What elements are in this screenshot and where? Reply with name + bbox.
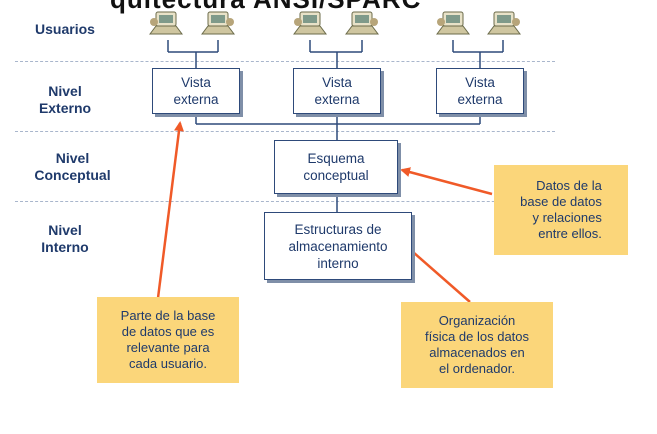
note-data-relations: Datos de la base de datos y relaciones e… — [494, 165, 628, 255]
external-view-box: Vista externa — [293, 68, 381, 114]
external-view-box: Vista externa — [152, 68, 240, 114]
separator-line — [15, 131, 555, 132]
note-physical-org: Organización física de los datos almacen… — [401, 302, 553, 388]
external-view-box: Vista externa — [436, 68, 524, 114]
level-label-users: Usuarios — [35, 21, 95, 37]
arrow-data-relations — [400, 167, 493, 196]
separator-line — [15, 61, 555, 62]
computer-user-icon — [293, 11, 327, 35]
level-label-internal: Nivel Interno — [41, 222, 89, 255]
note-user-part: Parte de la base de datos que es relevan… — [97, 297, 239, 383]
level-label-external: Nivel Externo — [38, 83, 92, 116]
slide-title-fragment: quitectura ANSI/SPARC — [110, 0, 421, 15]
computer-user-icon — [436, 11, 470, 35]
level-label-conceptual: Nivel Conceptual — [34, 150, 111, 183]
internal-storage-box: Estructuras de almacenamiento interno — [264, 212, 412, 280]
computer-user-icon — [487, 11, 521, 35]
computer-user-icon — [149, 11, 183, 35]
conceptual-schema-box: Esquema conceptual — [274, 140, 398, 194]
computer-user-icon — [345, 11, 379, 35]
computer-user-icon — [201, 11, 235, 35]
arrow-user-part — [156, 121, 184, 299]
separator-line — [15, 201, 555, 202]
